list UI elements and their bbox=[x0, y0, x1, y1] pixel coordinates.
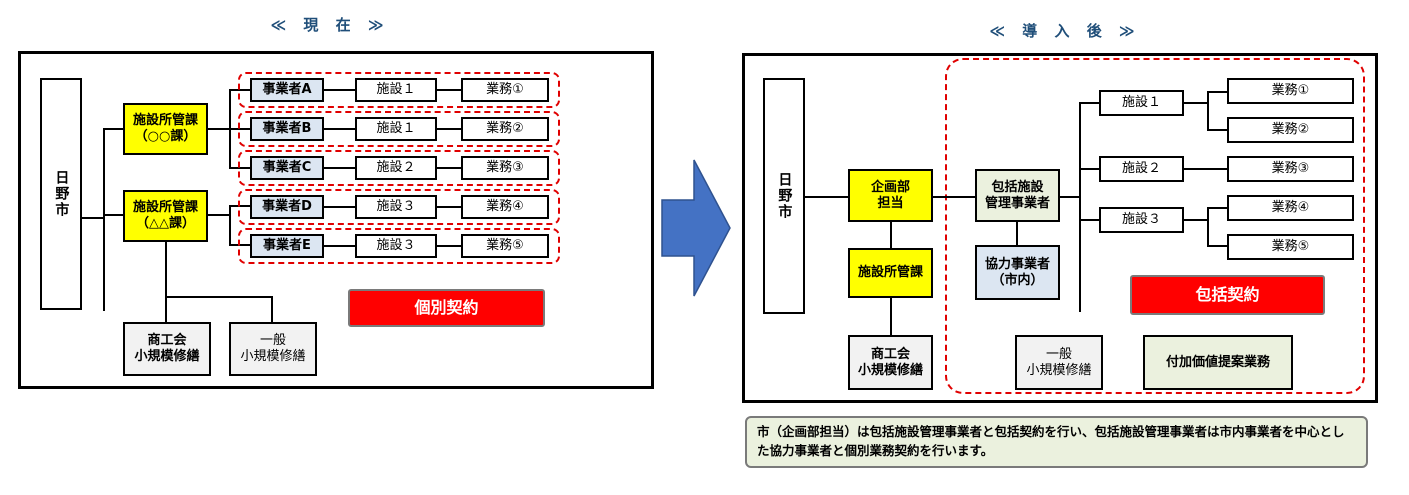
connector bbox=[1184, 219, 1208, 221]
task-box: 業務④ bbox=[1227, 195, 1354, 221]
facility-box: 施設２ bbox=[355, 156, 437, 180]
connector bbox=[1060, 196, 1080, 198]
after-heading: ≪ 導 入 後 ≫ bbox=[989, 22, 1141, 40]
facility-box: 施設３ bbox=[355, 234, 437, 258]
chamber-small-repair-box: 商工会 小規模修繕 bbox=[848, 335, 933, 390]
connector bbox=[805, 196, 848, 198]
task-box: 業務③ bbox=[461, 156, 549, 180]
connector bbox=[890, 298, 892, 335]
individual-contract-outline bbox=[238, 228, 560, 264]
facility-box: 施設２ bbox=[1099, 156, 1184, 182]
individual-contract-outline bbox=[238, 111, 560, 147]
connector bbox=[103, 128, 105, 311]
individual-contract-outline bbox=[238, 72, 560, 108]
comprehensive-contract-outline bbox=[945, 58, 1365, 394]
connector bbox=[229, 205, 231, 244]
connector bbox=[1207, 207, 1227, 209]
facility-box: 施設３ bbox=[355, 195, 437, 219]
connector bbox=[933, 196, 975, 198]
chamber-small-repair-box: 商工会 小規模修繕 bbox=[123, 322, 211, 376]
dept-box-b: 施設所管課 （△△課） bbox=[123, 190, 208, 242]
connector bbox=[1207, 129, 1227, 131]
connector bbox=[1079, 168, 1099, 170]
connector bbox=[271, 296, 273, 322]
connector bbox=[208, 128, 230, 130]
task-box: 業務① bbox=[461, 78, 549, 102]
facility-box: 施設３ bbox=[1099, 207, 1184, 233]
transition-arrow bbox=[661, 159, 731, 297]
connector bbox=[437, 89, 461, 91]
connector bbox=[437, 167, 461, 169]
explanation-text: 市（企画部担当）は包括施設管理事業者と包括契約を行い、包括施設管理事業者は市内事… bbox=[757, 424, 1345, 458]
task-box: 業務① bbox=[1227, 78, 1354, 104]
connector bbox=[890, 222, 892, 248]
comprehensive-contract-label: 包括契約 bbox=[1130, 275, 1325, 315]
task-box: 業務② bbox=[1227, 117, 1354, 143]
connector bbox=[1207, 91, 1209, 131]
connector bbox=[1207, 245, 1227, 247]
general-small-repair-box: 一般 小規模修繕 bbox=[1015, 335, 1103, 390]
comprehensive-manager-box: 包括施設 管理事業者 bbox=[975, 169, 1060, 222]
task-box: 業務③ bbox=[1227, 156, 1354, 182]
city-box: 日野市 bbox=[40, 78, 82, 310]
connector bbox=[1207, 91, 1227, 93]
explanation-note: 市（企画部担当）は包括施設管理事業者と包括契約を行い、包括施設管理事業者は市内事… bbox=[745, 416, 1368, 468]
connector bbox=[208, 214, 230, 216]
contractor-box: 事業者C bbox=[250, 156, 324, 180]
connector bbox=[1016, 222, 1018, 245]
connector bbox=[165, 296, 272, 298]
connector bbox=[103, 214, 124, 216]
connector bbox=[229, 244, 251, 246]
connector bbox=[229, 205, 251, 207]
connector bbox=[437, 245, 461, 247]
task-box: 業務② bbox=[461, 117, 549, 141]
connector bbox=[324, 128, 355, 130]
connector bbox=[82, 217, 104, 219]
task-box: 業務④ bbox=[461, 195, 549, 219]
connector bbox=[1184, 102, 1208, 104]
dept-box-a: 施設所管課 （○○課） bbox=[123, 103, 208, 155]
connector bbox=[324, 206, 355, 208]
connector bbox=[1079, 102, 1099, 104]
connector bbox=[324, 167, 355, 169]
facility-box: 施設１ bbox=[355, 78, 437, 102]
task-box: 業務⑤ bbox=[1227, 234, 1354, 260]
value-added-proposal-box: 付加価値提案業務 bbox=[1143, 335, 1293, 390]
contractor-box: 事業者D bbox=[250, 195, 324, 219]
connector bbox=[103, 128, 124, 130]
connector bbox=[324, 245, 355, 247]
connector bbox=[437, 206, 461, 208]
connector bbox=[324, 89, 355, 91]
connector bbox=[1184, 168, 1227, 170]
individual-contract-outline bbox=[238, 150, 560, 186]
current-heading: ≪ 現 在 ≫ bbox=[270, 16, 390, 34]
general-small-repair-box: 一般 小規模修繕 bbox=[229, 322, 317, 376]
individual-contract-outline bbox=[238, 189, 560, 225]
facility-box: 施設１ bbox=[1099, 90, 1184, 116]
connector bbox=[229, 128, 251, 130]
facility-box: 施設１ bbox=[355, 117, 437, 141]
city-box: 日野市 bbox=[763, 78, 805, 314]
connector bbox=[1079, 219, 1099, 221]
partner-box: 協力事業者 （市内） bbox=[975, 245, 1060, 300]
connector bbox=[437, 128, 461, 130]
individual-contract-label: 個別契約 bbox=[348, 289, 545, 327]
task-box: 業務⑤ bbox=[461, 234, 549, 258]
connector bbox=[229, 89, 251, 91]
contractor-box: 事業者A bbox=[250, 78, 324, 102]
connector bbox=[229, 167, 251, 169]
connector bbox=[1079, 102, 1081, 312]
contractor-box: 事業者B bbox=[250, 117, 324, 141]
contractor-box: 事業者E bbox=[250, 234, 324, 258]
facility-dept-box: 施設所管課 bbox=[848, 248, 933, 298]
connector bbox=[165, 242, 167, 322]
connector bbox=[1207, 207, 1209, 247]
planning-dept-box: 企画部 担当 bbox=[848, 169, 933, 222]
